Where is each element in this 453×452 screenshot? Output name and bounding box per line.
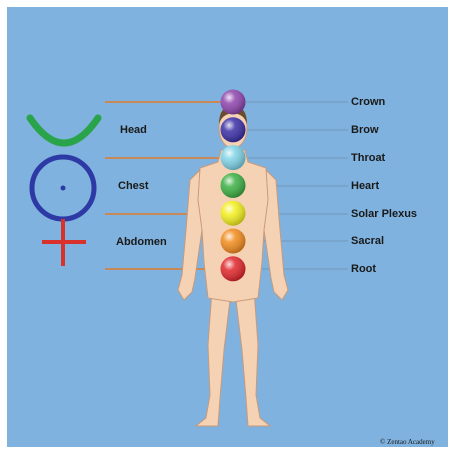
chakra-orb-shine [221, 201, 246, 226]
chakra-orb-brow [221, 117, 246, 142]
chakra-orb-throat [221, 145, 246, 170]
chakra-orb-shine [221, 145, 246, 170]
chakra-label-sacral: Sacral [351, 235, 384, 247]
chakra-orb-shine [221, 173, 246, 198]
chakra-orb-shine [221, 90, 246, 115]
chakra-orb-crown [221, 90, 246, 115]
chakra-label-crown: Crown [351, 96, 385, 108]
left-leg [196, 290, 230, 426]
region-label-chest: Chest [118, 180, 149, 192]
chakra-label-brow: Brow [351, 124, 379, 136]
chakra-orb-heart [221, 173, 246, 198]
chakra-orb-shine [221, 117, 246, 142]
chakra-orb-sacral [221, 229, 246, 254]
region-label-abdomen: Abdomen [116, 236, 167, 248]
chakra-label-throat: Throat [351, 152, 385, 164]
chakra-orb-solar-plexus [221, 201, 246, 226]
chakra-label-heart: Heart [351, 180, 379, 192]
chakra-orb-shine [221, 256, 246, 281]
circle-center-dot-icon [61, 186, 66, 191]
right-leg [236, 290, 270, 426]
chakra-orb-root [221, 256, 246, 281]
chakra-label-solar-plexus: Solar Plexus [351, 208, 417, 220]
chakra-orb-shine [221, 229, 246, 254]
chakra-label-root: Root [351, 263, 376, 275]
mercury-symbol-icon [30, 118, 98, 266]
copyright-text: © Zentao Academy [380, 438, 435, 446]
region-label-head: Head [120, 124, 147, 136]
crescent-icon [30, 118, 98, 143]
